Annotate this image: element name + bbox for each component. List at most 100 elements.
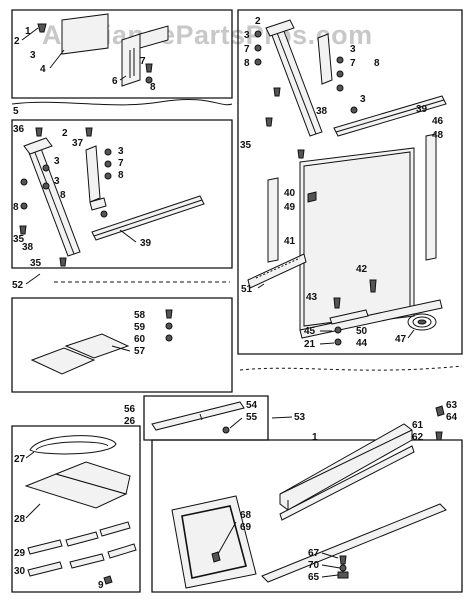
- callout-42: 42: [356, 264, 368, 275]
- callout-57: 57: [134, 346, 146, 357]
- callout-28: 28: [14, 514, 26, 525]
- callout-1: 1: [25, 26, 31, 37]
- part-40-foam: [267, 177, 279, 263]
- part-36-bracket: [23, 137, 53, 155]
- part-68-window-frame: [171, 495, 257, 589]
- part-65-rail: [261, 503, 447, 583]
- part-37-upright: [85, 145, 101, 203]
- callout-7: 7: [140, 56, 146, 67]
- callout-70: 70: [308, 560, 320, 571]
- callout-21: 21: [304, 339, 316, 350]
- callout-30: 30: [14, 566, 26, 577]
- callout-9: 9: [98, 580, 104, 591]
- part-48-strip: [425, 133, 437, 261]
- callout-44: 44: [356, 338, 368, 349]
- callout-1b: 1: [312, 432, 318, 443]
- callout-3c: 3: [54, 156, 60, 167]
- callout-54: 54: [246, 400, 258, 411]
- callout-35b: 35: [30, 258, 42, 269]
- callout-27: 27: [14, 454, 26, 465]
- part-6-bracket-flange: [139, 25, 169, 49]
- section-frame-right-panel: [237, 9, 463, 355]
- callout-38b: 38: [316, 106, 328, 117]
- part-4-plate: [61, 13, 109, 55]
- callout-47: 47: [395, 334, 407, 345]
- callout-63: 63: [446, 400, 458, 411]
- callout-53: 53: [294, 412, 306, 423]
- callout-37: 37: [72, 138, 84, 149]
- part-27-seal: [29, 435, 117, 455]
- callout-3e: 3: [244, 30, 250, 41]
- callout-58: 58: [134, 310, 146, 321]
- section-frame-hardware: [11, 297, 233, 393]
- callout-38: 38: [22, 242, 34, 253]
- section-bottom-right-frame: [151, 405, 463, 593]
- part-57-pad: [30, 347, 96, 375]
- callout-69: 69: [240, 522, 252, 533]
- callout-8f: 8: [374, 58, 380, 69]
- callout-48: 48: [432, 130, 444, 141]
- section-divider-wave: [11, 98, 233, 106]
- callout-26: 26: [124, 416, 136, 427]
- callout-61: 61: [412, 420, 424, 431]
- section-left-curtain-frame: [11, 119, 233, 269]
- callout-3: 3: [30, 50, 36, 61]
- part-7-washer: [145, 63, 153, 73]
- callout-46: 46: [432, 116, 444, 127]
- callout-8e: 8: [244, 58, 250, 69]
- callout-64: 64: [446, 412, 458, 423]
- callout-2b: 2: [62, 128, 68, 139]
- part-6-bracket: [121, 33, 141, 87]
- callout-62: 62: [412, 432, 424, 443]
- callout-6: 6: [112, 76, 118, 87]
- callout-36: 36: [13, 124, 25, 135]
- part-49-panel: [299, 147, 415, 331]
- callout-43: 43: [306, 292, 318, 303]
- callout-4: 4: [40, 64, 46, 75]
- callout-3g: 3: [360, 94, 366, 105]
- callout-2: 2: [14, 36, 20, 47]
- callout-40: 40: [284, 188, 296, 199]
- section-frame-left-curtain: [11, 119, 233, 269]
- part-54-strip: [151, 401, 245, 431]
- callout-29: 29: [14, 548, 26, 559]
- callout-8c: 8: [60, 190, 66, 201]
- callout-56: 56: [124, 404, 136, 415]
- callout-50: 50: [356, 326, 368, 337]
- callout-59: 59: [134, 322, 146, 333]
- callout-8: 8: [150, 82, 156, 93]
- callout-65: 65: [308, 572, 320, 583]
- section-bottom-left-kit: [11, 425, 141, 593]
- callout-45: 45: [304, 326, 316, 337]
- part-2-screw: [37, 23, 47, 33]
- callout-68: 68: [240, 510, 252, 521]
- callout-67: 67: [308, 548, 320, 559]
- callout-35c: 35: [240, 140, 252, 151]
- section-frame-bottom-right: [151, 439, 463, 593]
- part-61-rail: [279, 423, 413, 511]
- callout-8b: 8: [118, 170, 124, 181]
- callout-51: 51: [241, 284, 253, 295]
- section-hardware-kit: [11, 297, 233, 393]
- callout-7c: 7: [244, 44, 250, 55]
- callout-39: 39: [140, 238, 152, 249]
- section-right-side-panel: [237, 9, 463, 355]
- callout-39b: 39: [416, 104, 428, 115]
- callout-55: 55: [246, 412, 258, 423]
- callout-7d: 7: [350, 58, 356, 69]
- section-frame-bottom-left: [11, 425, 141, 593]
- part-30-strip: [27, 561, 63, 577]
- callout-35: 35: [13, 234, 25, 245]
- part-8-nut: [145, 76, 153, 84]
- callout-3f: 3: [350, 44, 356, 55]
- callout-49: 49: [284, 202, 296, 213]
- callout-3d: 3: [54, 176, 60, 187]
- section-top-left-bracket: [11, 9, 233, 99]
- callout-3b: 3: [118, 146, 124, 157]
- callout-52: 52: [12, 280, 24, 291]
- callout-8d: 8: [13, 202, 19, 213]
- callout-7b: 7: [118, 158, 124, 169]
- part-41-sash: [247, 253, 307, 289]
- section-frame-top-left: [11, 9, 233, 99]
